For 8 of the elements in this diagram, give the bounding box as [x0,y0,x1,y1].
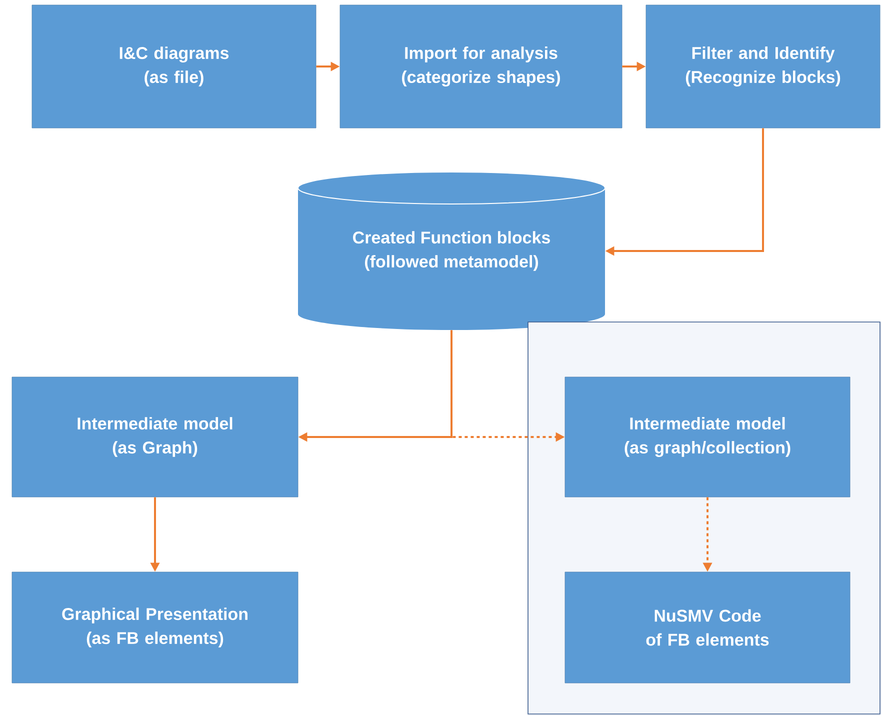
process-box: Graphical Presentation (as FB elements) [12,572,298,684]
process-box: Filter and Identify (Recognize blocks) [646,4,880,128]
database-cylinder: Created Function blocks (followed metamodel) [298,172,606,330]
process-box: Intermediate model (as Graph) [12,376,298,498]
process-box: Import for analysis (categorize shapes) [340,4,622,128]
process-box: I&C diagrams (as file) [32,4,316,128]
process-box: NuSMV Code of FB elements [564,572,850,684]
process-box: Intermediate model (as graph/collection) [564,376,850,498]
